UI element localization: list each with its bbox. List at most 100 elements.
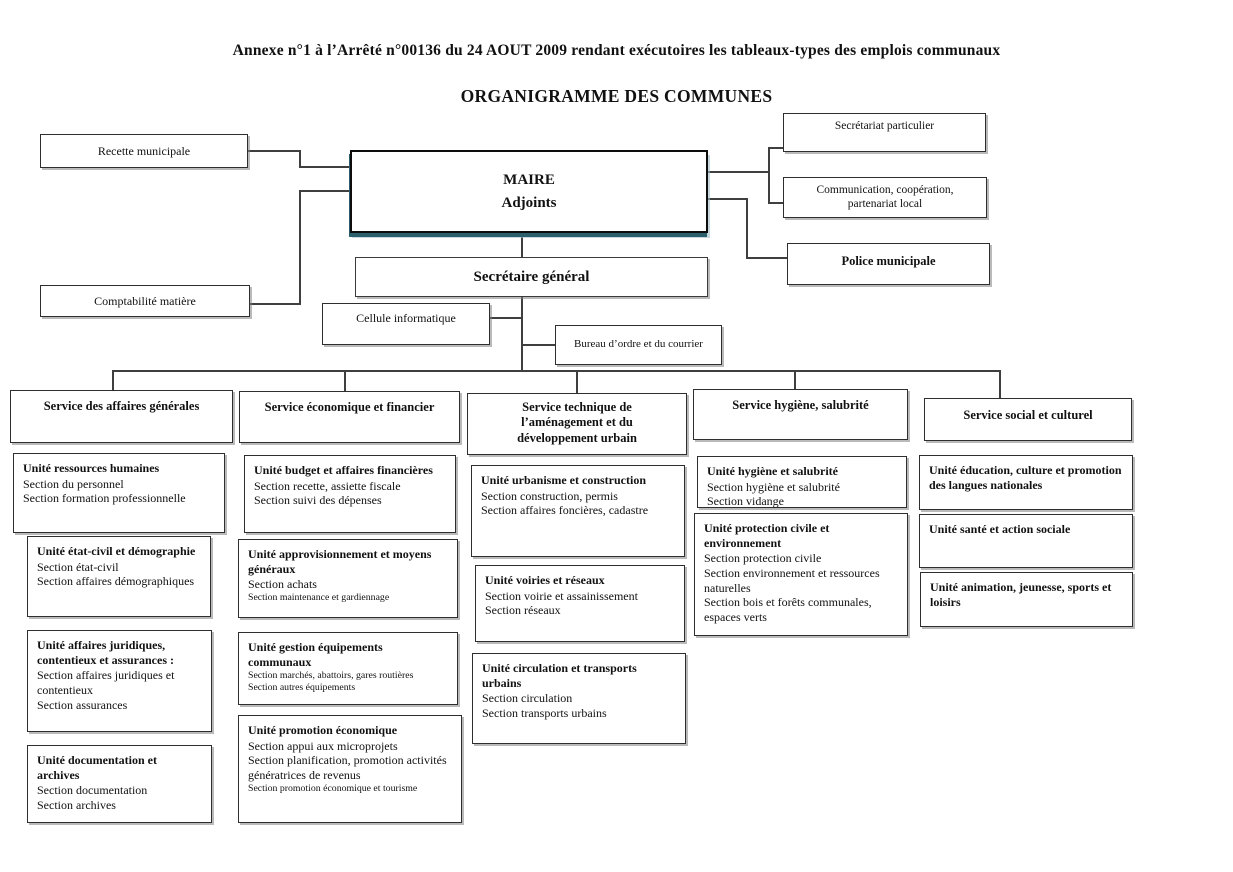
unit-section: Section bois et forêts communales, espac… [704,595,872,624]
connector-compta-h2 [250,303,301,305]
unit-title: Unité ressources humaines [23,461,160,475]
adjoints-label: Adjoints [501,194,557,211]
unit-section: Section vidange [707,494,784,509]
box-police-municipale: Police municipale [787,243,990,285]
unit-section: Section planification, promotion activit… [248,753,447,782]
unit-title: Unité animation, jeunesse, sports et loi… [930,580,1112,609]
unit-promotion-economique: Unité promotion économique Section appui… [238,715,462,823]
stub-service-4 [794,370,796,390]
unit-section: Section réseaux [485,603,561,618]
box-label: Bureau d’ordre et du courrier [574,338,703,351]
box-label: Comptabilité matière [94,293,196,308]
box-comptabilite-matiere: Comptabilité matière [40,285,250,317]
unit-title: Unité affaires juridiques, contentieux e… [37,638,174,667]
unit-title: Unité urbanisme et construction [481,473,646,487]
distribution-line [112,370,1001,372]
unit-section: Section construction, permis [481,488,618,503]
service-header-technique-urbain: Service technique de l’aménagement et du… [467,393,687,455]
box-secretariat-particulier: Secrétariat particulier [783,113,986,152]
unit-etat-civil: Unité état-civil et démographie Section … [27,536,211,617]
connector-right-v [768,147,770,204]
service-header-social-culturel: Service social et culturel [924,398,1132,441]
unit-section: Section suivi des dépenses [254,493,382,508]
unit-section: Section appui aux microprojets [248,738,398,753]
unit-section: Section circulation [482,691,573,706]
box-recette-municipale: Recette municipale [40,134,248,168]
box-communication: Communication, coopération, partenariat … [783,177,987,218]
unit-title: Unité état-civil et démographie [37,544,196,558]
unit-section: Section état-civil [37,559,119,574]
unit-title: Unité protection civile et environnement [704,521,830,550]
unit-affaires-juridiques: Unité affaires juridiques, contentieux e… [27,630,212,732]
box-cellule-informatique: Cellule informatique [322,303,490,345]
unit-budget-finances: Unité budget et affaires financières Sec… [244,455,456,533]
unit-urbanisme-construction: Unité urbanisme et construction Section … [471,465,685,557]
unit-section: Section assurances [37,697,128,712]
connector-sg-distribution [521,297,523,372]
connector-compta-h1 [299,190,351,192]
unit-documentation-archives: Unité documentation et archives Section … [27,745,212,823]
connector-maire-sg [521,233,523,258]
service-header-hygiene-salubrite: Service hygiène, salubrité [693,389,908,440]
maire-label: MAIRE [503,172,555,188]
unit-animation-jeunesse: Unité animation, jeunesse, sports et loi… [920,572,1133,627]
stub-service-3 [576,370,578,394]
box-label-line2: partenariat local [847,198,923,211]
unit-section: Section marchés, abattoirs, gares routiè… [248,670,414,682]
unit-section: Section recette, assiette fiscale [254,478,401,493]
unit-education-culture: Unité éducation, culture et promotion de… [919,455,1133,510]
unit-gestion-equipements: Unité gestion équipements communaux Sect… [238,632,458,705]
service-label: Service économique et financier [264,400,435,414]
stub-service-5 [999,370,1001,399]
connector-recette-h2 [299,166,351,168]
service-header-affaires-generales: Service des affaires générales [10,390,233,443]
box-maire: MAIRE Adjoints [350,150,708,233]
unit-title: Unité hygiène et salubrité [707,464,838,478]
unit-title: Unité gestion équipements communaux [248,640,383,669]
unit-section: Section documentation [37,783,148,798]
unit-section: Section transports urbains [482,705,607,720]
box-label: Secrétaire général [473,268,590,285]
connector-recette-v [299,150,301,168]
unit-title: Unité voiries et réseaux [485,573,605,587]
unit-section: Section affaires juridiques et contentie… [37,668,175,697]
unit-section: Section affaires démographiques [37,574,195,589]
stub-service-2 [344,370,346,392]
unit-title: Unité circulation et transports urbains [482,661,637,690]
unit-section: Section hygiène et salubrité [707,479,840,494]
connector-secretariat-stub [768,147,784,149]
service-label: Service hygiène, salubrité [732,398,869,412]
box-label-line1: Communication, coopération, [816,184,954,196]
box-bureau-ordre: Bureau d’ordre et du courrier [555,325,722,365]
page-title: Annexe n°1 à l’Arrêté n°00136 du 24 AOUT… [232,42,1001,59]
unit-section: Section du personnel [23,476,124,491]
unit-section: Section voirie et assainissement [485,588,638,603]
unit-section: Section autres équipements [248,682,356,694]
unit-voiries-reseaux: Unité voiries et réseaux Section voirie … [475,565,685,642]
unit-approvisionnement: Unité approvisionnement et moyens généra… [238,539,458,618]
unit-protection-civile: Unité protection civile et environnement… [694,513,908,636]
connector-right-h [708,171,770,173]
unit-section: Section achats [248,577,317,592]
unit-title: Unité éducation, culture et promotion de… [929,463,1122,492]
unit-title: Unité documentation et archives [37,753,157,782]
unit-section: Section maintenance et gardiennage [248,591,390,603]
unit-section: Section promotion économique et tourisme [248,782,418,794]
connector-police-v [746,198,748,259]
connector-communication-stub [768,202,784,204]
unit-title: Unité budget et affaires financières [254,463,433,477]
unit-hygiene-salubrite: Unité hygiène et salubrité Section hygiè… [697,456,907,508]
unit-section: Section formation professionnelle [23,491,186,506]
unit-section: Section environnement et ressources natu… [704,565,880,595]
unit-title: Unité promotion économique [248,723,398,737]
box-label: Recette municipale [97,143,191,158]
connector-cellule [490,317,522,319]
service-label: Service social et culturel [963,408,1093,422]
connector-bureau [522,344,556,346]
unit-title: Unité approvisionnement et moyens généra… [248,547,432,576]
unit-section: Section archives [37,797,116,812]
unit-title: Unité santé et action sociale [929,522,1071,536]
box-label: Police municipale [841,254,936,268]
box-label: Secrétariat particulier [834,120,935,132]
